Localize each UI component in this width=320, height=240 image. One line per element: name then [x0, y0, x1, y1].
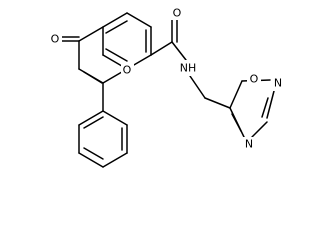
bond — [251, 121, 268, 138]
phenyl-ring — [78, 82, 128, 168]
bond-double-inner — [83, 147, 104, 160]
bond-double-inner — [105, 48, 128, 62]
bond — [102, 12, 128, 28]
amide-group — [150, 19, 187, 61]
amide-oxygen-label: O — [173, 7, 182, 20]
bond-double-inner — [261, 97, 269, 118]
bond-double-inner — [105, 20, 128, 34]
molecule-structure: O O O NH O N N — [49, 6, 285, 168]
bond — [78, 26, 104, 42]
amide-nitrogen-label: NH — [180, 62, 197, 75]
bond — [78, 152, 104, 168]
bond-double-inner — [83, 116, 104, 129]
bond — [150, 41, 173, 56]
bond-double-inner — [83, 71, 103, 84]
molecule-canvas: O O O NH O N N — [49, 6, 285, 168]
benzo-ring — [102, 12, 152, 70]
bond — [204, 97, 231, 109]
carbonyl-oxygen-label: O — [51, 33, 60, 46]
oxadiazole-ring — [229, 79, 275, 138]
bond — [266, 90, 275, 119]
atom-labels: O O O NH O N N — [49, 6, 285, 151]
oxadiazole-nitrogen-left-label: N — [245, 138, 253, 151]
ring-oxygen-label: O — [123, 64, 132, 77]
ethyl-chain — [189, 75, 231, 109]
bond — [229, 80, 243, 109]
oxadiazole-oxygen-label: O — [250, 73, 259, 86]
bond — [78, 110, 104, 126]
bond-double-inner — [231, 113, 242, 132]
oxadiazole-nitrogen-right-label: N — [274, 77, 282, 90]
bond — [171, 41, 187, 61]
bond — [102, 110, 128, 126]
bond — [189, 75, 206, 99]
bond — [102, 152, 128, 168]
bond — [126, 12, 152, 28]
